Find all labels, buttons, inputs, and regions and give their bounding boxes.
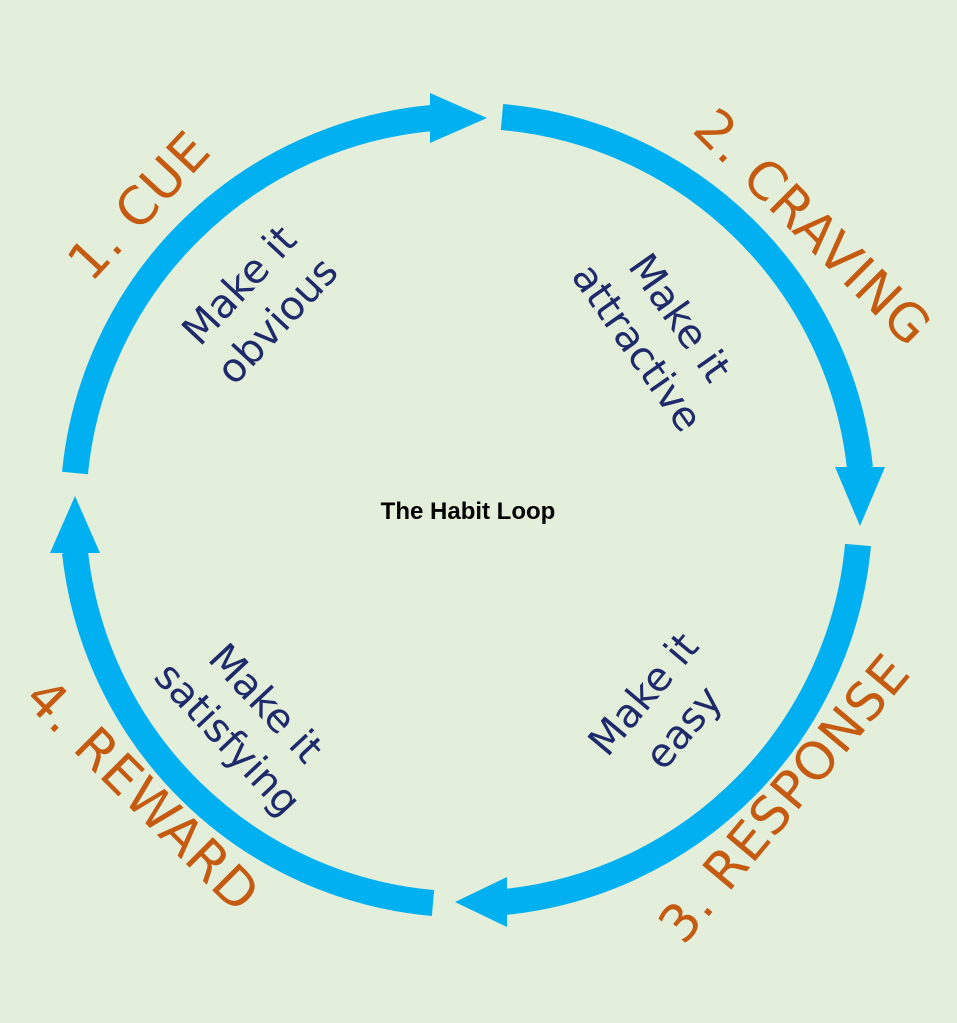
action-response: Make it easy	[580, 624, 732, 778]
arrow-head-cue-to-craving	[430, 93, 487, 143]
arrow-head-response-to-reward	[455, 877, 507, 927]
arrow-head-craving-to-response	[835, 467, 885, 526]
diagram-title: The Habit Loop	[381, 498, 556, 525]
cycle-arrows	[50, 93, 885, 927]
arrow-cue-to-craving	[62, 105, 434, 475]
stage-label-reward: 4. REWARD	[13, 667, 271, 925]
arrow-reward-to-cue	[62, 550, 435, 916]
action-craving: Make it attractive	[562, 245, 739, 440]
arrow-craving-to-response	[500, 104, 873, 470]
arrow-response-to-reward	[503, 543, 871, 915]
arrow-head-reward-to-cue	[50, 496, 100, 553]
